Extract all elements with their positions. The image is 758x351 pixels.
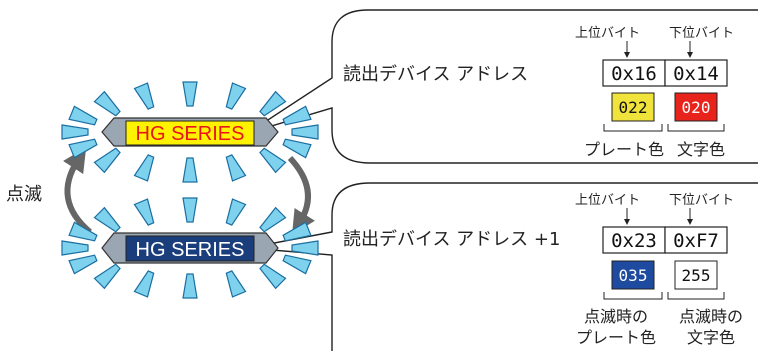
- bottom-lower-code-box: [674, 260, 718, 290]
- top-lower-value-box: [664, 59, 728, 87]
- top-lower-code: 020: [682, 98, 711, 117]
- bottom-upper-value: 0x23: [611, 230, 657, 252]
- light-ray: [225, 198, 247, 226]
- light-ray: [182, 197, 198, 223]
- bottom-address-label: 読出デバイス アドレス +1: [343, 229, 560, 250]
- light-ray: [68, 105, 98, 126]
- bottom-lower-value-box: [664, 226, 728, 254]
- light-ray: [225, 154, 247, 182]
- plate-bottom-text: HG SERIES: [136, 239, 245, 261]
- bottom-lower-caption-line2: 文字色: [687, 328, 735, 347]
- light-ray: [93, 263, 121, 290]
- light-ray: [282, 254, 312, 275]
- light-ray: [182, 81, 198, 107]
- top-upper-value: 0x16: [611, 63, 657, 85]
- top-upper-code: 022: [619, 98, 648, 117]
- bottom-upper-code-box: [611, 260, 655, 290]
- light-ray: [133, 82, 155, 110]
- top-lower-byte-label: 下位バイト: [669, 26, 734, 41]
- light-ray: [93, 90, 121, 117]
- light-ray: [282, 105, 312, 126]
- plate-bottom-rays: [61, 197, 319, 299]
- top-upper-byte-label: 上位バイト: [575, 26, 640, 41]
- top-upper-caption: プレート色: [584, 140, 664, 159]
- light-ray: [282, 138, 312, 159]
- bottom-lower-bracket: [667, 292, 725, 300]
- bottom-lower-caption-line1: 点滅時の: [679, 307, 743, 326]
- light-ray: [93, 206, 121, 233]
- bottom-upper-caption-line2: プレート色: [576, 328, 656, 347]
- bottom-upper-caption-line1: 点滅時の: [584, 307, 648, 326]
- bottom-upper-value-box: [602, 226, 666, 254]
- light-ray: [282, 221, 312, 242]
- plate-top-rays: [61, 81, 319, 183]
- plate-bottom-face: [125, 235, 255, 262]
- blink-arrow-down: [287, 155, 315, 235]
- light-ray: [61, 240, 89, 256]
- blink-label: 点滅: [6, 184, 42, 205]
- light-ray: [182, 157, 198, 183]
- bottom-upper-bracket: [603, 292, 663, 300]
- bottom-lower-value: 0xF7: [673, 230, 719, 252]
- top-upper-bracket: [603, 124, 663, 132]
- top-lower-bracket: [667, 124, 725, 132]
- light-ray: [259, 263, 287, 290]
- plate-bottom-group: HG SERIES: [61, 197, 319, 299]
- bottom-lower-code: 255: [682, 266, 711, 285]
- light-ray: [259, 206, 287, 233]
- plate-top-text: HG SERIES: [136, 123, 245, 145]
- light-ray: [133, 198, 155, 226]
- bottom-upper-code: 035: [619, 266, 648, 285]
- light-ray: [259, 90, 287, 117]
- plate-top-face: [125, 120, 255, 146]
- light-ray: [93, 147, 121, 174]
- light-ray: [225, 270, 247, 298]
- light-ray: [259, 147, 287, 174]
- light-ray: [68, 254, 98, 275]
- light-ray: [133, 154, 155, 182]
- light-ray: [291, 240, 319, 256]
- top-address-label: 読出デバイス アドレス: [343, 64, 528, 85]
- light-ray: [133, 270, 155, 298]
- plate-top-group: HG SERIES: [61, 81, 319, 183]
- bottom-upper-byte-label: 上位バイト: [575, 193, 640, 208]
- top-lower-caption: 文字色: [677, 140, 725, 159]
- bottom-lower-byte-label: 下位バイト: [669, 193, 734, 208]
- light-ray: [61, 124, 89, 140]
- blink-arrow-up: [63, 147, 92, 235]
- light-ray: [68, 138, 98, 159]
- light-ray: [291, 124, 319, 140]
- light-ray: [182, 273, 198, 299]
- top-upper-code-box: [611, 92, 655, 122]
- top-lower-code-box: [674, 92, 718, 122]
- top-upper-value-box: [602, 59, 666, 87]
- light-ray: [68, 221, 98, 242]
- top-lower-value: 0x14: [673, 63, 719, 85]
- light-ray: [225, 82, 247, 110]
